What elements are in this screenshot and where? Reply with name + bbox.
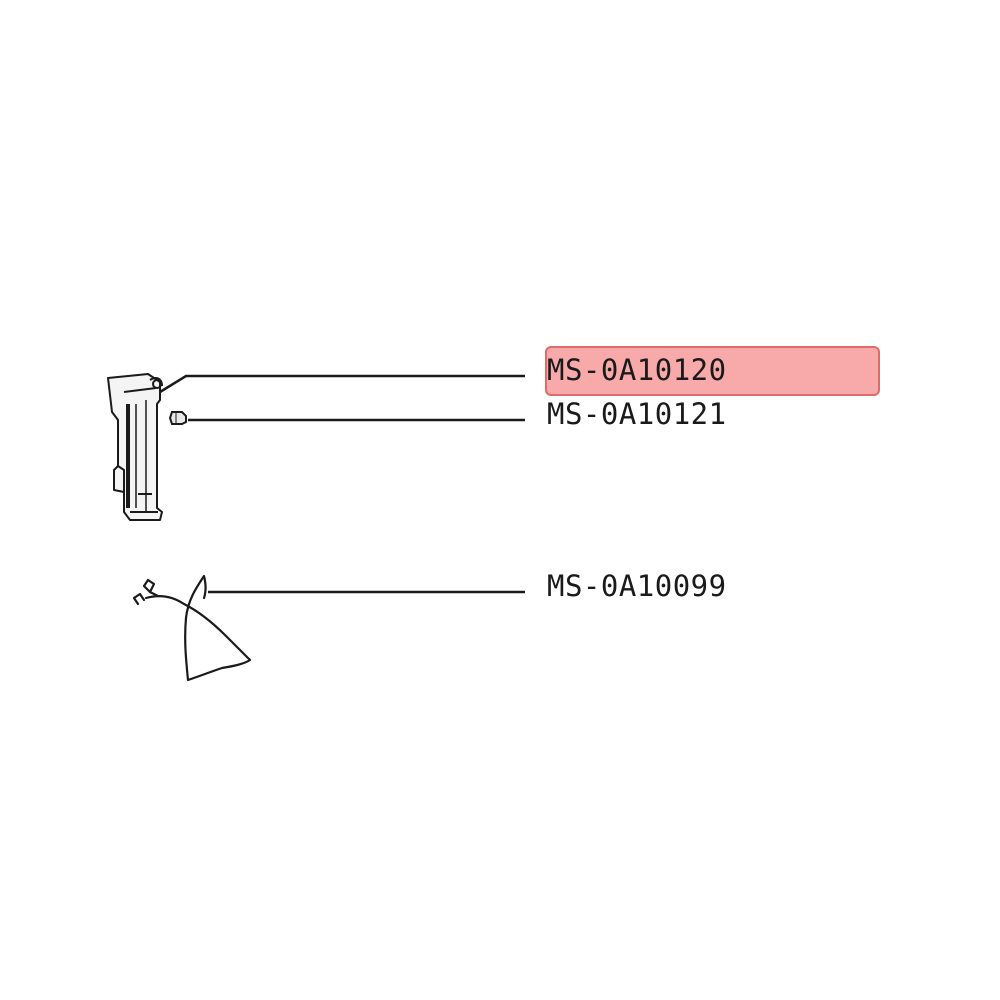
handle-bracket-icon[interactable] — [107, 373, 163, 521]
part-code-label[interactable]: MS-0A10120 — [547, 353, 727, 387]
leader-lines — [159, 374, 525, 594]
selected-part-highlight — [545, 346, 880, 396]
wire-harness-icon[interactable] — [132, 574, 252, 682]
screw-icon[interactable] — [168, 411, 187, 425]
part-code-label[interactable]: MS-0A10121 — [547, 397, 727, 431]
leader-line-MS-0A10120 — [159, 374, 525, 394]
part-code-label[interactable]: MS-0A10099 — [547, 569, 727, 603]
